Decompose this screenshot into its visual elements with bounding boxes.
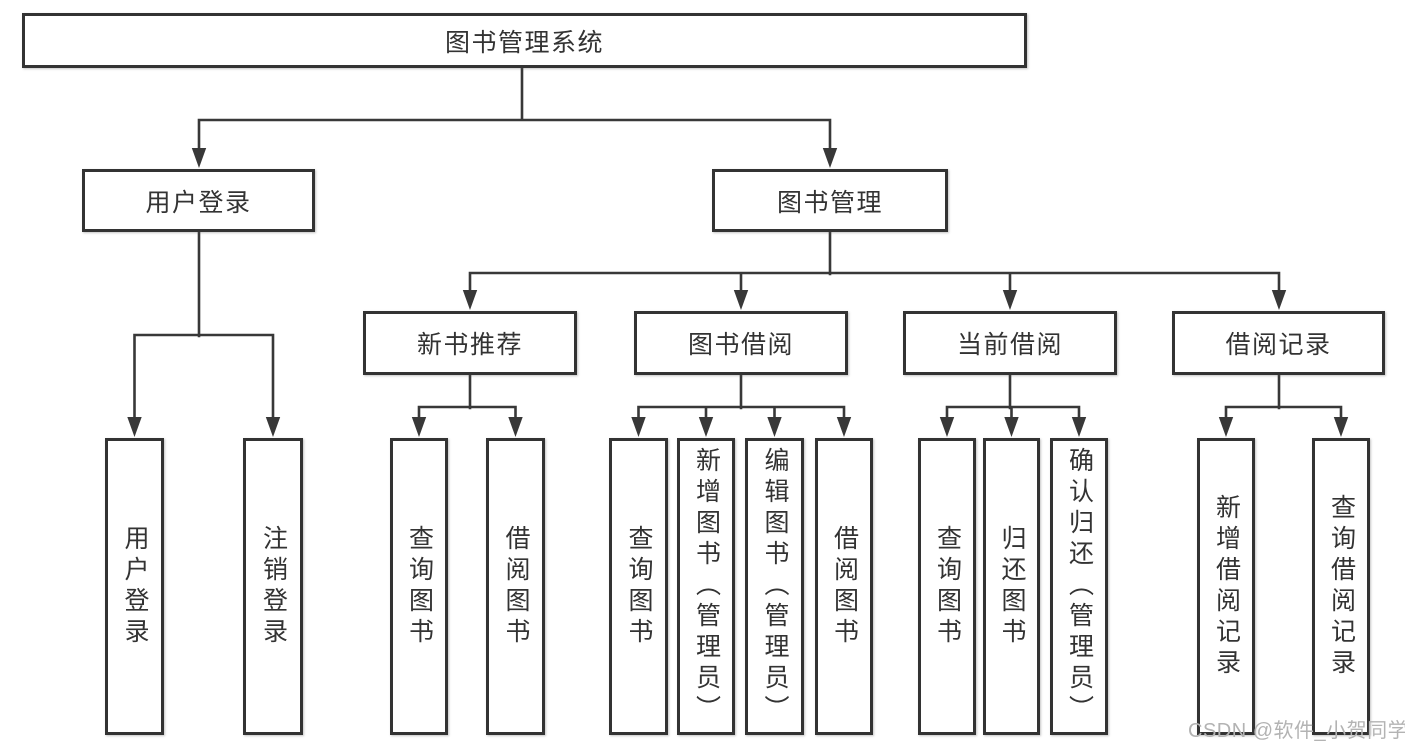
leaf-borrow-edit-books: 编辑图书（管理员） bbox=[745, 438, 804, 735]
leaf-borrow-borrow-books: 借阅图书 bbox=[815, 438, 873, 735]
node-borrowing-records: 借阅记录 bbox=[1172, 311, 1385, 375]
leaf-borrow-query-books: 查询图书 bbox=[609, 438, 668, 735]
node-borrowing-records-label: 借阅记录 bbox=[1225, 331, 1332, 359]
node-current-borrowing: 当前借阅 bbox=[903, 311, 1117, 375]
watermark: CSDN @软件_小贺同学 bbox=[1188, 720, 1405, 742]
node-new-book-recommend-label: 新书推荐 bbox=[416, 331, 523, 359]
node-book-borrowing-label: 图书借阅 bbox=[687, 331, 794, 359]
leaf-current-confirm-return: 确认归还（管理员） bbox=[1050, 438, 1108, 735]
leaf-borrow-add-books: 新增图书（管理员） bbox=[677, 438, 735, 735]
leaf-borrow-query-books-label: 查询图书 bbox=[625, 524, 653, 649]
edge-lines bbox=[133, 66, 1343, 420]
leaf-borrow-borrow-books-label: 借阅图书 bbox=[830, 524, 859, 649]
leaf-borrow-add-books-label: 新增图书（管理员） bbox=[692, 447, 721, 726]
leaf-records-add-record-label: 新增借阅记录 bbox=[1212, 493, 1241, 680]
leaf-newbook-query-books: 查询图书 bbox=[390, 438, 448, 735]
leaf-records-add-record: 新增借阅记录 bbox=[1197, 438, 1255, 735]
leaf-user-login: 用户登录 bbox=[105, 438, 164, 735]
leaf-newbook-borrow-books-label: 借阅图书 bbox=[502, 524, 530, 649]
arrowhead-icons bbox=[127, 148, 1349, 437]
node-current-borrowing-label: 当前借阅 bbox=[956, 331, 1063, 359]
leaf-records-query-record-label: 查询借阅记录 bbox=[1327, 493, 1356, 680]
node-root: 图书管理系统 bbox=[22, 13, 1027, 68]
leaf-newbook-borrow-books: 借阅图书 bbox=[486, 438, 545, 735]
arrowhead-icon bbox=[127, 148, 1349, 437]
node-book-borrowing: 图书借阅 bbox=[634, 311, 848, 375]
leaf-current-query-books-label: 查询图书 bbox=[933, 524, 962, 649]
tree-edges bbox=[133, 66, 1343, 420]
leaf-user-login-label: 用户登录 bbox=[121, 524, 149, 649]
leaf-borrow-edit-books-label: 编辑图书（管理员） bbox=[761, 447, 789, 726]
leaf-newbook-query-books-label: 查询图书 bbox=[405, 524, 434, 649]
leaf-current-confirm-return-label: 确认归还（管理员） bbox=[1065, 447, 1094, 726]
leaf-current-return-books-label: 归还图书 bbox=[998, 524, 1026, 649]
node-book-management: 图书管理 bbox=[712, 169, 948, 232]
node-new-book-recommend: 新书推荐 bbox=[363, 311, 577, 375]
node-root-label: 图书管理系统 bbox=[444, 28, 604, 57]
leaf-current-query-books: 查询图书 bbox=[918, 438, 976, 735]
leaf-logout: 注销登录 bbox=[243, 438, 303, 735]
node-book-management-label: 图书管理 bbox=[776, 188, 883, 217]
node-user-login-label: 用户登录 bbox=[145, 188, 252, 217]
leaf-current-return-books: 归还图书 bbox=[983, 438, 1040, 735]
node-user-login: 用户登录 bbox=[82, 169, 315, 232]
leaf-logout-label: 注销登录 bbox=[259, 524, 288, 649]
leaf-records-query-record: 查询借阅记录 bbox=[1312, 438, 1370, 735]
